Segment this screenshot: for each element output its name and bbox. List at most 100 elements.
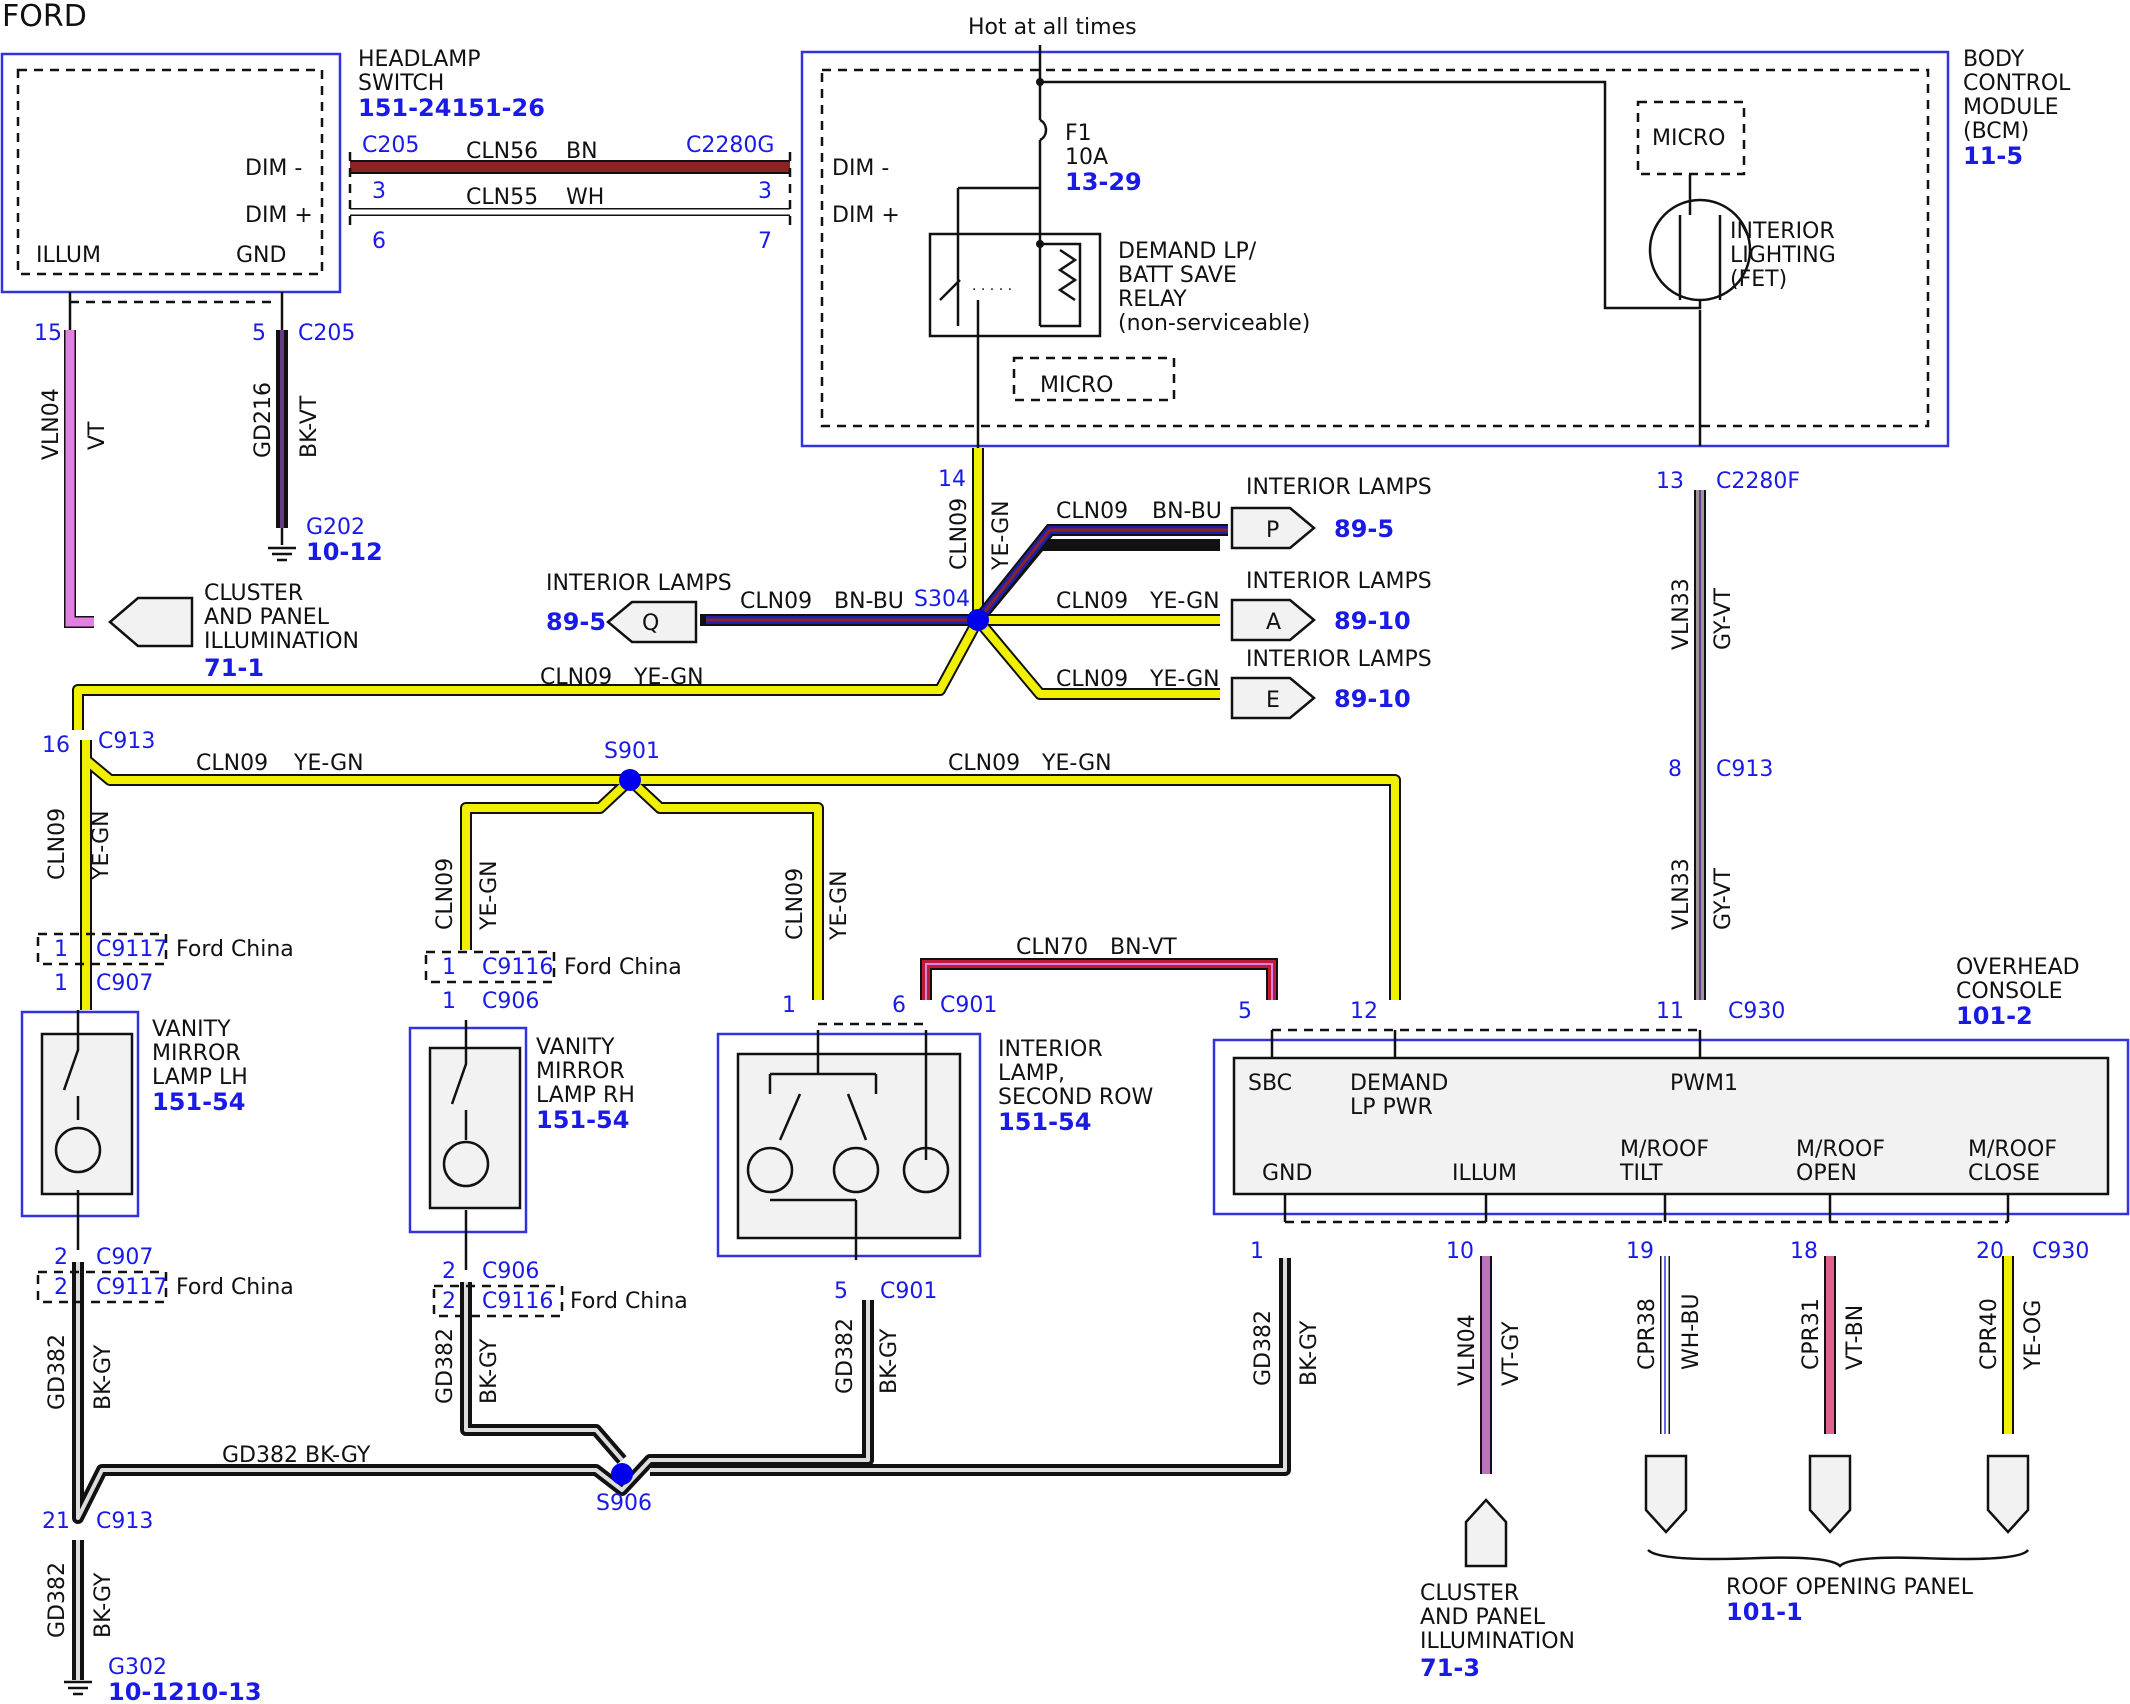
wire-cpr40: CPR40 bbox=[1977, 1298, 2002, 1370]
pin-1d: 1 bbox=[442, 989, 456, 1014]
cluster1-l1: CLUSTER bbox=[204, 581, 303, 606]
c907b: C907 bbox=[96, 1245, 153, 1270]
oc-demand2: LP PWR bbox=[1350, 1095, 1433, 1120]
vanity-mirror-lamp-rh bbox=[408, 1020, 528, 1270]
pin-15: 15 bbox=[34, 321, 62, 346]
pin-6b: 6 bbox=[892, 993, 906, 1018]
wire-yegn-sr: YE-GN bbox=[827, 870, 852, 941]
oc-sbc: SBC bbox=[1248, 1071, 1292, 1096]
pin-3b: 3 bbox=[758, 179, 772, 204]
wire-cln09-long: CLN09 bbox=[540, 665, 612, 690]
vanity-mirror-lamp-lh bbox=[20, 1010, 140, 1250]
body-control-module: DIM - DIM + MICRO MICRO F1 10A 13-29 DEM… bbox=[800, 45, 1950, 448]
pin-8: 8 bbox=[1668, 757, 1682, 782]
wire-cln09-p: CLN09 bbox=[1056, 499, 1128, 524]
roof-ref: 101-1 bbox=[1726, 1598, 1803, 1626]
wire-cln09-e: CLN09 bbox=[1056, 667, 1128, 692]
p-title: INTERIOR LAMPS bbox=[1246, 475, 1432, 500]
oc-illum: ILLUM bbox=[1452, 1161, 1517, 1186]
pin-21: 21 bbox=[42, 1509, 70, 1534]
wire-yeog: YE-OG bbox=[2021, 1300, 2046, 1371]
p-ref: 89-5 bbox=[1334, 515, 1394, 543]
wire-vln04b: VLN04 bbox=[1455, 1314, 1480, 1386]
c9117a: C9117 bbox=[96, 937, 167, 962]
bcm-title-1: BODY bbox=[1963, 47, 2025, 72]
c906a: C906 bbox=[482, 989, 539, 1014]
c2280g: C2280G bbox=[686, 133, 774, 158]
wire-cln09-a: CLN09 bbox=[1056, 589, 1128, 614]
c901b: C901 bbox=[880, 1279, 937, 1304]
pin-11: 11 bbox=[1656, 999, 1684, 1024]
wire-bkgyb: BK-GY bbox=[477, 1338, 502, 1404]
wire-gd382e: GD382 bbox=[45, 1562, 70, 1638]
wire-gd216: GD216 bbox=[251, 382, 276, 458]
wire-yegn-rh: YE-GN bbox=[477, 860, 502, 931]
pin-7: 7 bbox=[758, 229, 772, 254]
rh-l1: VANITY bbox=[536, 1035, 615, 1060]
c205-bottom: C205 bbox=[298, 321, 355, 346]
c913c: C913 bbox=[96, 1509, 153, 1534]
sr-ref: 151-54 bbox=[998, 1108, 1091, 1136]
wire-gd382d: GD382 bbox=[1251, 1310, 1276, 1386]
hs-gnd: GND bbox=[236, 243, 286, 268]
roof-connector-2 bbox=[1808, 1454, 1852, 1534]
oc-gnd: GND bbox=[1262, 1161, 1312, 1186]
cluster1-l3: ILLUMINATION bbox=[204, 629, 359, 654]
a-ref: 89-10 bbox=[1334, 607, 1411, 635]
pin-20: 20 bbox=[1976, 1239, 2004, 1264]
wire-gd382h: GD382 BK-GY bbox=[222, 1443, 371, 1468]
wire-vt: VT bbox=[85, 421, 110, 450]
c9117b: C9117 bbox=[96, 1275, 167, 1300]
relay-l3: RELAY bbox=[1118, 287, 1187, 312]
wire-yegn-lh: YE-GN bbox=[89, 810, 114, 881]
hs-title-2: SWITCH bbox=[358, 71, 444, 96]
oc-tilt1: M/ROOF bbox=[1620, 1137, 1709, 1162]
wire-bnbu-p: BN-BU bbox=[1152, 499, 1222, 524]
lh-ref: 151-54 bbox=[152, 1088, 245, 1116]
wire-bkgya: BK-GY bbox=[91, 1344, 116, 1410]
hs-illum: ILLUM bbox=[36, 243, 101, 268]
pin-18: 18 bbox=[1790, 1239, 1818, 1264]
wire-bnbu-q: BN-BU bbox=[834, 589, 904, 614]
cluster2-l3: ILLUMINATION bbox=[1420, 1629, 1575, 1654]
pin-2a: 2 bbox=[54, 1245, 68, 1270]
roof-connector-3 bbox=[1986, 1454, 2030, 1534]
interior-lamp-second-row bbox=[716, 1030, 982, 1260]
q-title: INTERIOR LAMPS bbox=[546, 571, 732, 596]
pin-16: 16 bbox=[42, 733, 70, 758]
c205-top: C205 bbox=[362, 133, 419, 158]
pin-14: 14 bbox=[938, 467, 966, 492]
rh-l2: MIRROR bbox=[536, 1059, 625, 1084]
s304-label: S304 bbox=[914, 587, 970, 612]
wire-bkgyc: BK-GY bbox=[877, 1328, 902, 1394]
roof-connector-1 bbox=[1644, 1454, 1688, 1534]
c2280f: C2280F bbox=[1716, 469, 1800, 494]
cluster2-l2: AND PANEL bbox=[1420, 1605, 1546, 1630]
wire-cpr38: CPR38 bbox=[1635, 1298, 1660, 1370]
s901-label: S901 bbox=[604, 739, 660, 764]
e-ref: 89-10 bbox=[1334, 685, 1411, 713]
g202-ref: 10-12 bbox=[306, 538, 383, 566]
wire-cln09-v: CLN09 bbox=[947, 498, 972, 570]
pin-3a: 3 bbox=[372, 179, 386, 204]
headlamp-switch: DIM - DIM + ILLUM GND bbox=[0, 52, 342, 294]
pin-6: 6 bbox=[372, 229, 386, 254]
oc-pwm: PWM1 bbox=[1670, 1071, 1738, 1096]
c930a: C930 bbox=[1728, 999, 1785, 1024]
wire-cln09-s1: CLN09 bbox=[196, 751, 268, 776]
wire-cln55: CLN55 bbox=[466, 185, 538, 210]
cluster2-ref: 71-3 bbox=[1420, 1654, 1480, 1682]
relay-l4: (non-serviceable) bbox=[1118, 311, 1310, 336]
lh-l2: MIRROR bbox=[152, 1041, 241, 1066]
a-tag: A bbox=[1266, 610, 1281, 635]
splice-s906 bbox=[611, 1463, 633, 1485]
pin-1a: 1 bbox=[54, 937, 68, 962]
wire-cln56: CLN56 bbox=[466, 139, 538, 164]
lh-l1: VANITY bbox=[152, 1017, 231, 1042]
cluster1-ref: 71-1 bbox=[204, 654, 264, 682]
q-ref: 89-5 bbox=[546, 608, 606, 636]
wire-cln70: CLN70 bbox=[1016, 935, 1088, 960]
c9116b: C9116 bbox=[482, 1289, 553, 1314]
bcm-dim-plus: DIM + bbox=[832, 203, 900, 228]
